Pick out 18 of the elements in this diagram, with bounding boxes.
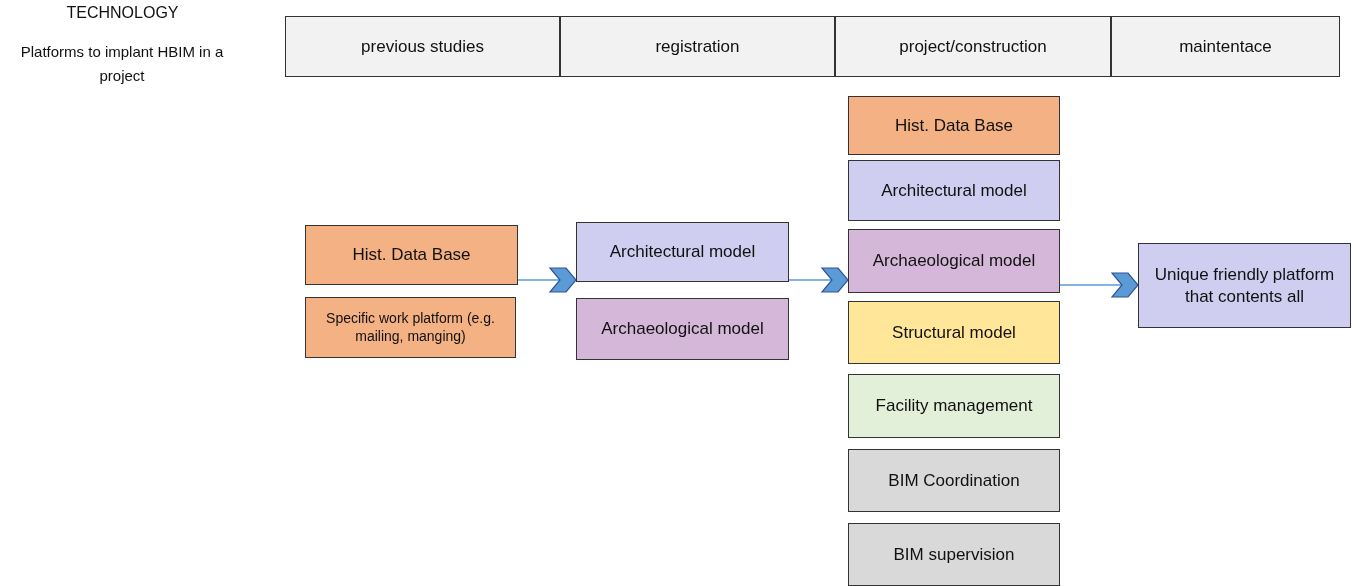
platform-box: Archaeological model <box>576 298 789 360</box>
section-heading: TECHNOLOGY <box>65 4 180 22</box>
platform-box: Archaeological model <box>848 229 1060 293</box>
phase-header-cell: previous studies <box>285 16 560 77</box>
platform-box: Structural model <box>848 301 1060 364</box>
platform-box: Hist. Data Base <box>848 96 1060 155</box>
phase-header-cell: project/construction <box>835 16 1111 77</box>
phase-header-cell: registration <box>560 16 835 77</box>
platform-box: Facility management <box>848 374 1060 438</box>
platform-box: Architectural model <box>576 222 789 282</box>
phase-header-cell: maintentace <box>1111 16 1340 77</box>
platform-box: Unique friendly platform that contents all <box>1138 243 1351 328</box>
platform-box: Architectural model <box>848 160 1060 221</box>
platform-box: BIM Coordination <box>848 449 1060 512</box>
platform-box: Hist. Data Base <box>305 225 518 285</box>
platform-box: BIM supervision <box>848 523 1060 586</box>
subheading: Platforms to implant HBIM in a project <box>19 42 225 86</box>
platform-box: Specific work platform (e.g. mailing, manging) <box>305 297 516 358</box>
